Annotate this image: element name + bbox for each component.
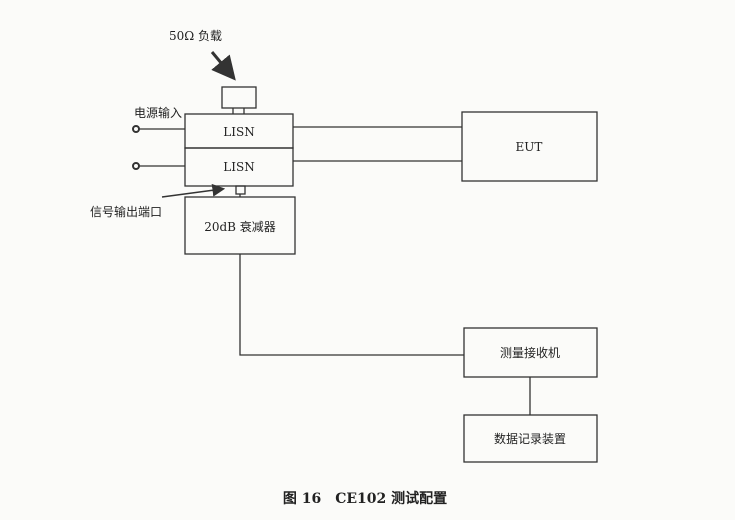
load-box <box>221 86 257 109</box>
load-arrow <box>210 51 236 81</box>
signal-port-arrow <box>161 183 226 198</box>
eut-label: EUT <box>516 140 543 154</box>
load-label: 50Ω 负载 <box>169 29 222 43</box>
power-input-label: 电源输入 <box>134 105 182 120</box>
lisn-top-label: LISN <box>223 125 254 139</box>
recorder-box <box>463 414 598 463</box>
receiver-label: 测量接收机 <box>500 345 560 360</box>
signal-port-connector <box>235 185 246 195</box>
lisn-bottom-label: LISN <box>223 160 254 174</box>
power-terminal-2 <box>132 162 140 170</box>
eut-box <box>461 111 598 182</box>
attenuator-label: 20dB 衰减器 <box>204 219 276 234</box>
signal-port-label: 信号输出端口 <box>90 204 162 219</box>
recorder-label: 数据记录装置 <box>494 431 566 446</box>
figure-caption: 图 16 CE102 测试配置 <box>283 490 447 507</box>
power-terminal-1 <box>132 125 140 133</box>
